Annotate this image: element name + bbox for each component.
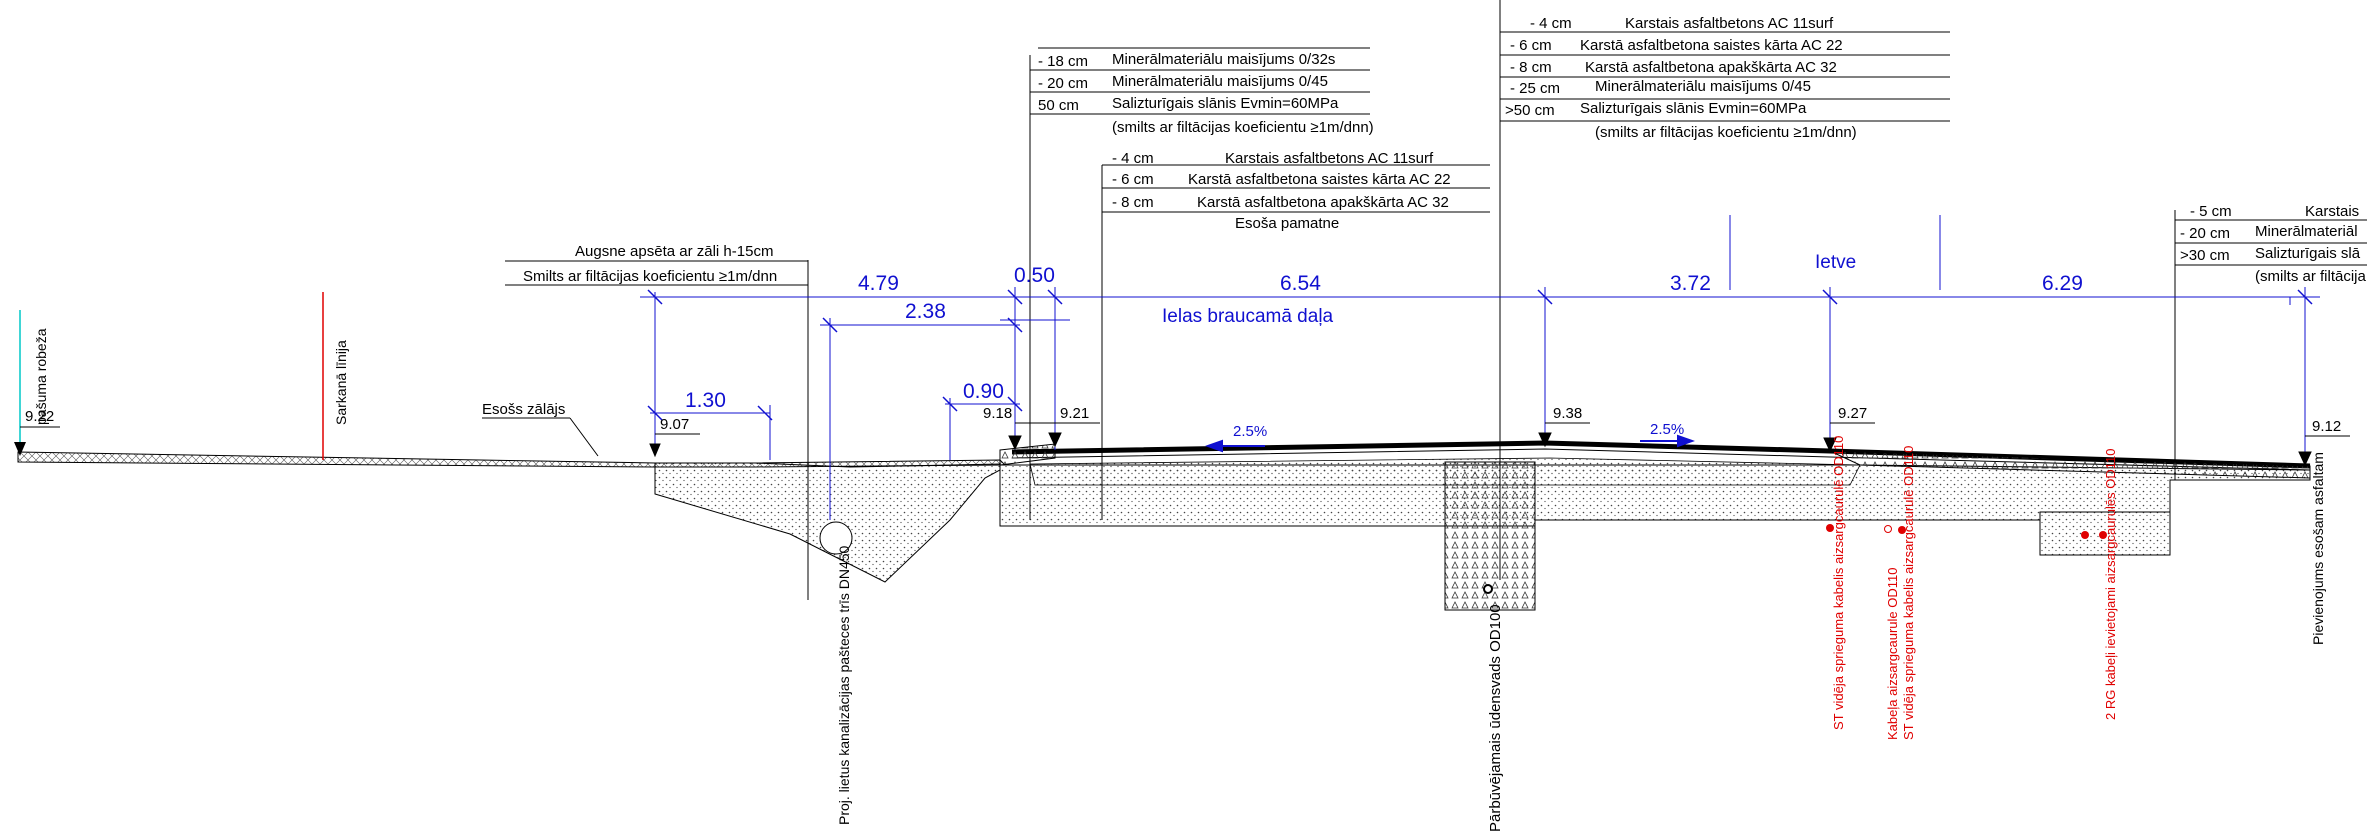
svg-text:Salizturīgais slānis Evmin=60M: Salizturīgais slānis Evmin=60MPa: [1112, 95, 1339, 112]
sand-layer-label: Smilts ar filtācijas koeficientu ≥1m/dnn: [523, 268, 777, 285]
elev-938: 9.38: [1553, 405, 1582, 422]
slope-arrows: [1205, 434, 1695, 453]
svg-text:Karstais: Karstais: [2305, 203, 2359, 220]
svg-text:Minerālmateriāl: Minerālmateriāl: [2255, 223, 2358, 240]
utility-points: [1826, 524, 2107, 539]
elev-921: 9.21: [1060, 405, 1089, 422]
svg-text:- 18 cm: - 18 cm: [1038, 53, 1088, 70]
slope-right: 2.5%: [1650, 421, 1684, 438]
svg-text:Esoša pamatne: Esoša pamatne: [1235, 215, 1339, 232]
svg-text:- 5 cm: - 5 cm: [2190, 203, 2232, 220]
svg-text:(smilts ar filtācija: (smilts ar filtācija: [2255, 268, 2367, 285]
water-main-circle: [1483, 584, 1493, 594]
svg-text:Minerālmateriālu maisījums 0/3: Minerālmateriālu maisījums 0/32s: [1112, 51, 1335, 68]
property-line-arrow: [14, 442, 26, 456]
elev-918: 9.18: [983, 405, 1012, 422]
cable-rg-label: 2 RG kabeļi ievietojami aizsargcaurulēs …: [2103, 449, 2118, 720]
svg-text:Minerālmateriālu maisījums 0/4: Minerālmateriālu maisījums 0/45: [1112, 73, 1328, 90]
red-line-label: Sarkanā līnija: [333, 340, 349, 425]
svg-text:- 25 cm: - 25 cm: [1510, 80, 1560, 97]
drainage-pipe-label: Proj. lietus kanalizācijas pašteces trīs…: [836, 545, 852, 825]
svg-text:- 20 cm: - 20 cm: [1038, 75, 1088, 92]
svg-text:Karstais asfaltbetons AC 11sur: Karstais asfaltbetons AC 11surf: [1625, 15, 1834, 32]
svg-text:- 20 cm: - 20 cm: [2180, 225, 2230, 242]
cable-mv-label: ST vidēja sprieguma kabelis aizsargcauru…: [1831, 436, 1846, 730]
sidewalk-edge: [1829, 450, 2311, 479]
ditch-fill: [654, 462, 1001, 583]
cable-protect-label-1: Kabeļa aizsargcaurule OD110: [1885, 568, 1900, 740]
carriageway-label: Ielas braucamā daļa: [1162, 306, 1334, 327]
curb-edge-left: [999, 443, 1056, 466]
svg-text:Karstā asfaltbetona apakškārta: Karstā asfaltbetona apakškārta AC 32: [1585, 59, 1837, 76]
property-border-label: pašuma robeža: [33, 328, 49, 425]
svg-text:- 4 cm: - 4 cm: [1530, 15, 1572, 32]
ground-profile: [17, 440, 2311, 611]
svg-text:50 cm: 50 cm: [1038, 97, 1079, 114]
svg-text:>30 cm: >30 cm: [2180, 247, 2230, 264]
driveway-label: Ietve: [1815, 252, 1856, 273]
dim-629: 6.29: [2042, 272, 2083, 295]
svg-text:>50 cm: >50 cm: [1505, 102, 1555, 119]
svg-text:(smilts ar filtācijas koeficie: (smilts ar filtācijas koeficientu ≥1m/dn…: [1595, 124, 1857, 141]
dim-238: 2.38: [905, 300, 946, 323]
svg-text:- 6 cm: - 6 cm: [1510, 37, 1552, 54]
drainage-pipe-circle: [819, 521, 853, 555]
leader-lines: [505, 0, 2367, 600]
dim-130: 1.30: [685, 389, 726, 412]
svg-text:- 4 cm: - 4 cm: [1112, 150, 1154, 167]
layer-table-right-edge: - 5 cm Karstais - 20 cm Minerālmateriāl …: [2175, 203, 2367, 285]
dim-654: 6.54: [1280, 272, 1321, 295]
svg-text:Karstā asfaltbetona apakškārta: Karstā asfaltbetona apakškārta AC 32: [1197, 194, 1449, 211]
svg-text:Minerālmateriālu maisījums 0/4: Minerālmateriālu maisījums 0/45: [1595, 78, 1811, 95]
layer-table-road-new: - 4 cm Karstais asfaltbetons AC 11surf -…: [1500, 15, 1950, 141]
svg-text:Salizturīgais slānis Evmin=60M: Salizturīgais slānis Evmin=60MPa: [1580, 100, 1807, 117]
svg-text:Karstā asfaltbetona saistes kā: Karstā asfaltbetona saistes kārta AC 22: [1580, 37, 1843, 54]
elev-927: 9.27: [1838, 405, 1867, 422]
cable-protect-label-2: ST vidēja sprieguma kabelis aizsargcauru…: [1901, 446, 1916, 740]
dim-050: 0.50: [1014, 264, 1055, 287]
slope-left: 2.5%: [1233, 423, 1267, 440]
connection-label: Pievienojums esošam asfaltam: [2310, 452, 2326, 645]
dim-372: 3.72: [1670, 272, 1711, 295]
elev-922: 9.22: [25, 408, 54, 425]
existing-lawn-label: Esošs zālājs: [482, 401, 565, 418]
layer-table-sidewalk-edge: - 18 cm Minerālmateriālu maisījums 0/32s…: [1030, 51, 1374, 136]
svg-text:Salizturīgais slā: Salizturīgais slā: [2255, 245, 2361, 262]
trench-fill: [1444, 461, 1536, 611]
grass-layer-label: Augsne apsēta ar zāli h-15cm: [575, 243, 773, 260]
dim-090: 0.90: [963, 380, 1004, 403]
elevation-markers: [20, 422, 2350, 467]
svg-text:- 6 cm: - 6 cm: [1112, 171, 1154, 188]
svg-text:(smilts ar filtācijas koeficie: (smilts ar filtācijas koeficientu ≥1m/dn…: [1112, 119, 1374, 136]
svg-text:Karstais asfaltbetons AC 11sur: Karstais asfaltbetons AC 11surf: [1225, 150, 1434, 167]
dimension-ticks: [647, 289, 2313, 421]
svg-text:- 8 cm: - 8 cm: [1112, 194, 1154, 211]
dim-479: 4.79: [858, 272, 899, 295]
svg-text:- 8 cm: - 8 cm: [1510, 59, 1552, 76]
elev-912: 9.12: [2312, 418, 2341, 435]
elev-907: 9.07: [660, 416, 689, 433]
water-main-label: Pārbūvējamais ūdensvads OD100: [1487, 604, 1504, 832]
layer-table-road-existing: - 4 cm Karstais asfaltbetons AC 11surf -…: [1102, 150, 1490, 232]
svg-text:Karstā asfaltbetona saistes kā: Karstā asfaltbetona saistes kārta AC 22: [1188, 171, 1451, 188]
existing-lawn-strip: [17, 451, 1007, 468]
